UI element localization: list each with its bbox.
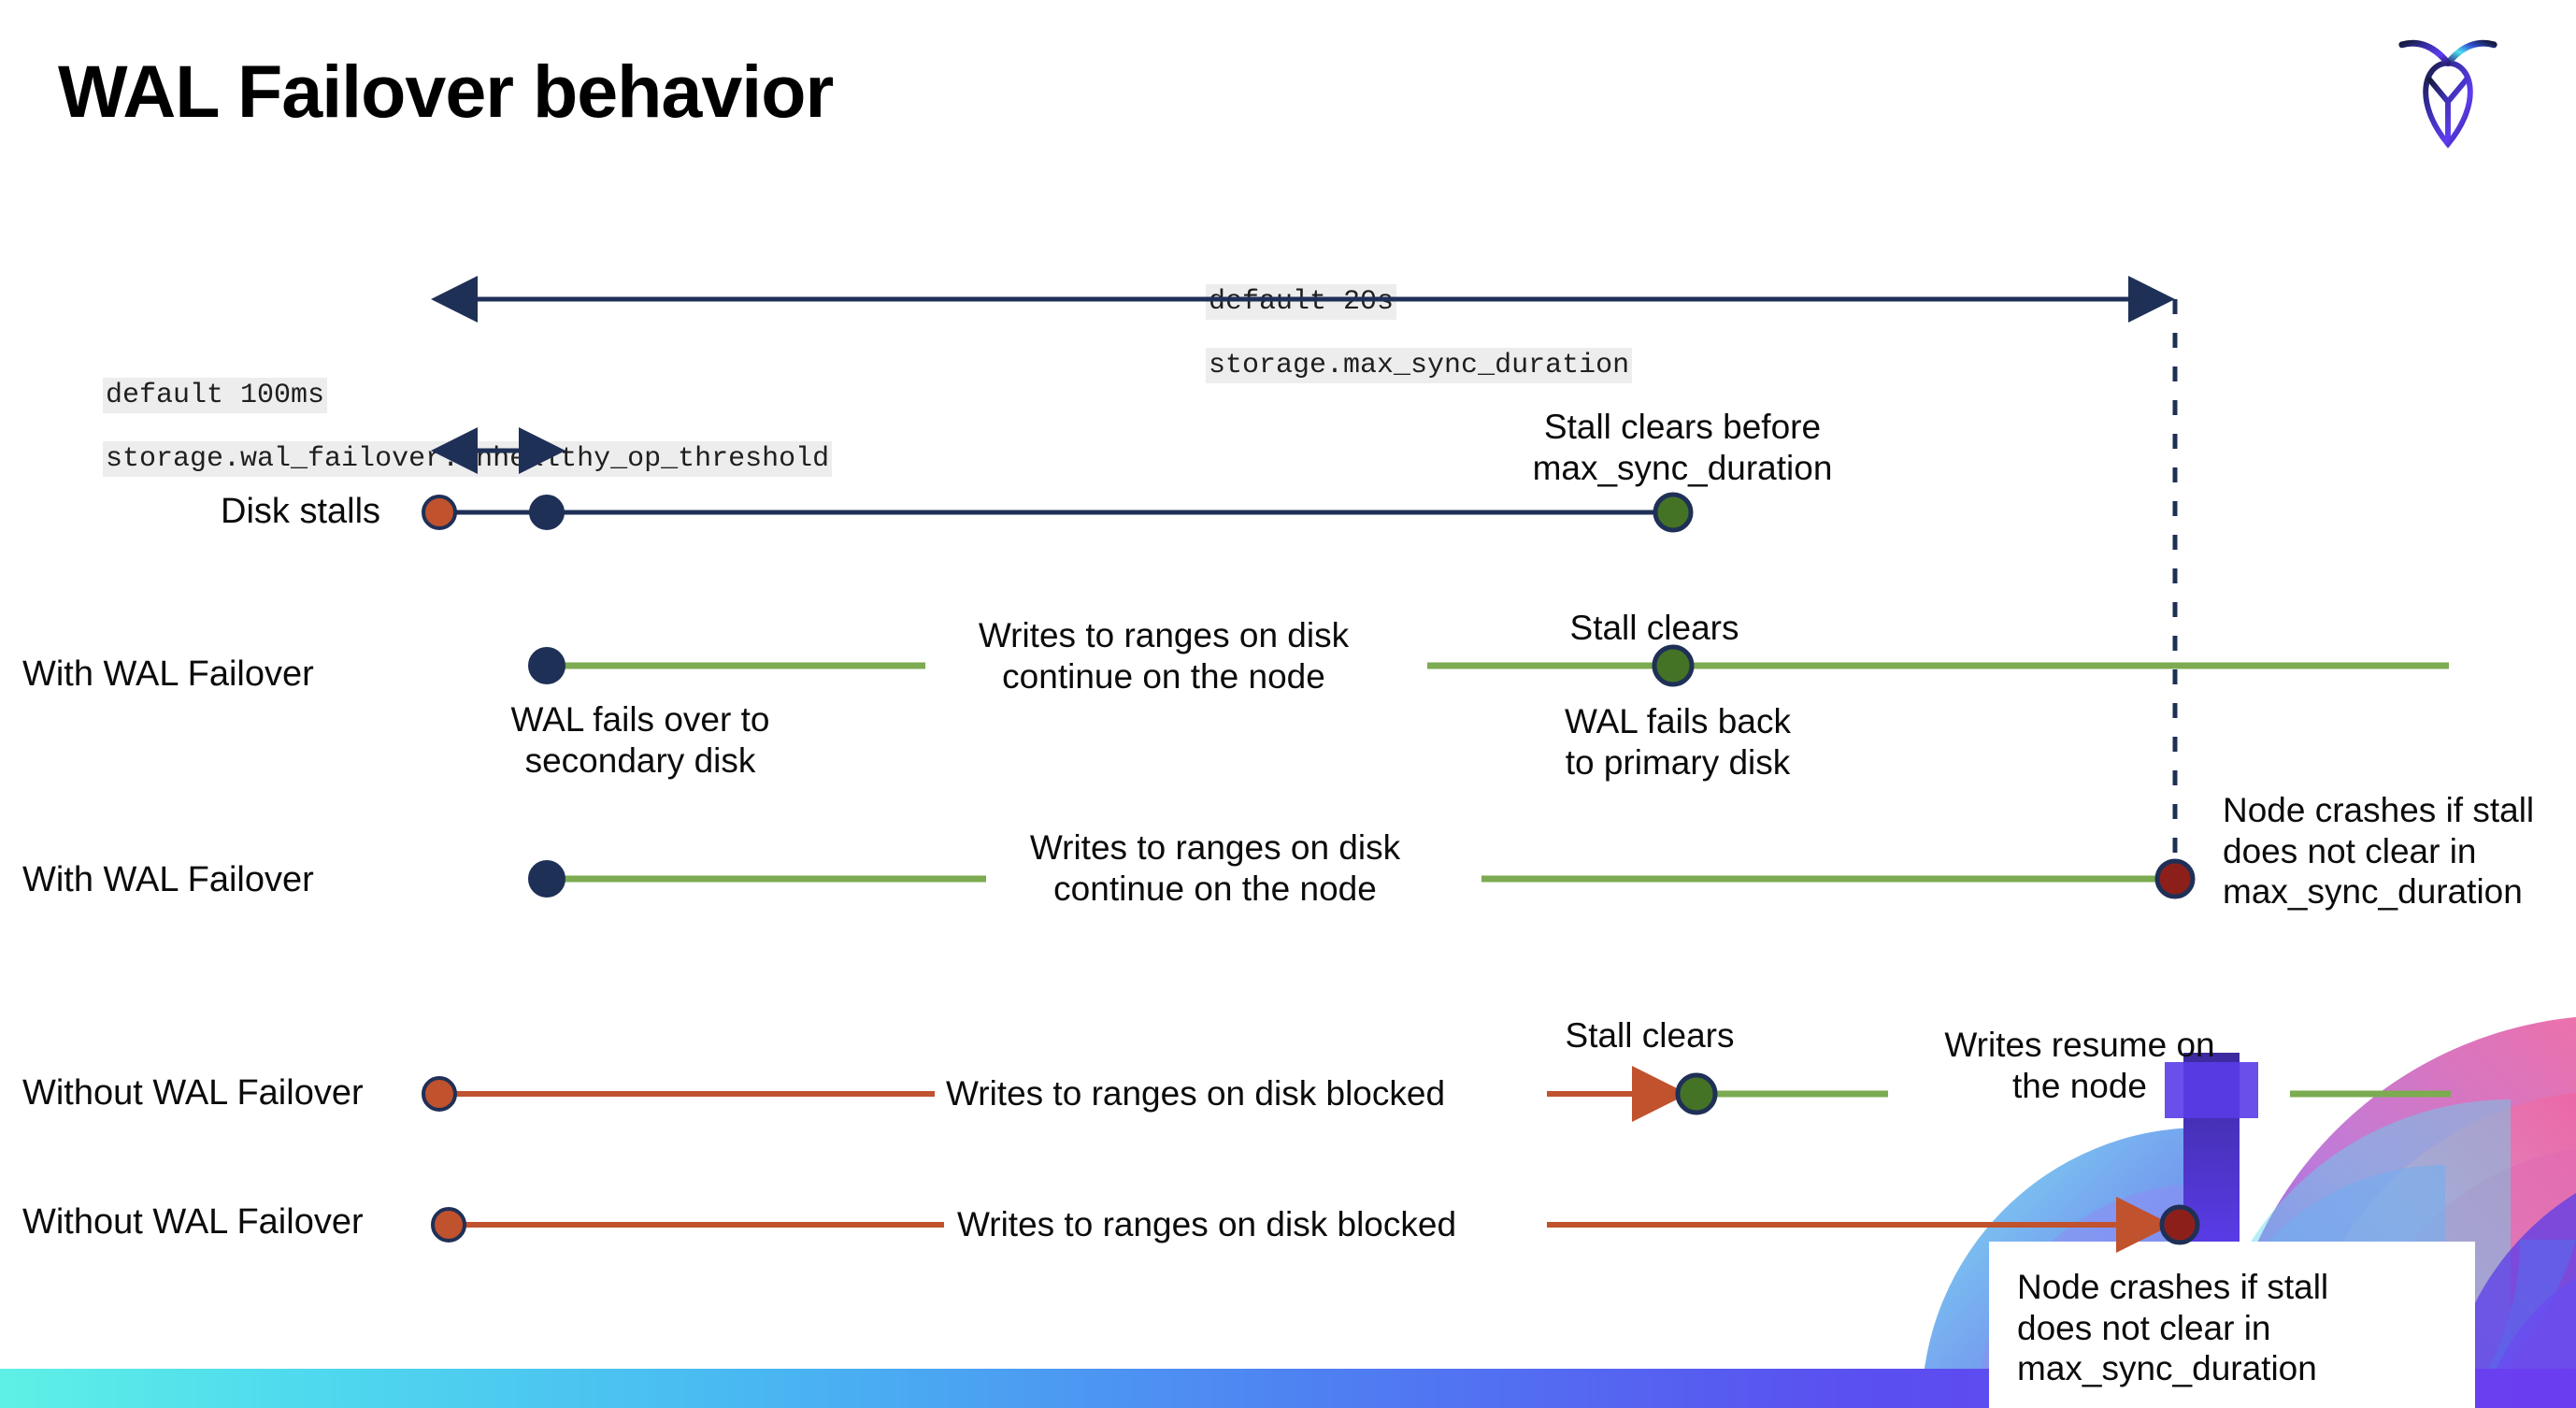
row4-stall-clears-dot [1675, 1072, 1718, 1115]
row-label-with-wal-failover-1: With WAL Failover [22, 654, 314, 694]
disk-stall-clears-dot [1653, 492, 1694, 533]
note-wal-fails-back: WAL fails back to primary disk [1565, 702, 1791, 782]
row2-failover-dot [528, 647, 565, 684]
cockroachdb-logo-icon [2398, 39, 2497, 149]
row-label-disk-stalls: Disk stalls [221, 492, 381, 531]
row4-stall-start-dot [422, 1076, 457, 1112]
row2-stall-clears-dot [1652, 644, 1695, 687]
row3-failover-dot [528, 860, 565, 898]
note-writes-blocked-row4: Writes to ranges on disk blocked [946, 1074, 1446, 1113]
note-writes-continue-row2: Writes to ranges on disk continue on the… [978, 616, 1350, 696]
row-label-without-wal-failover-2: Without WAL Failover [22, 1202, 364, 1242]
note-writes-blocked-row5: Writes to ranges on disk blocked [957, 1205, 1457, 1243]
unhealthy-default-label: default 100ms [103, 378, 328, 413]
disk-stall-start-dot [422, 495, 457, 530]
row-label-without-wal-failover-1: Without WAL Failover [22, 1073, 364, 1113]
row-label-with-wal-failover-2: With WAL Failover [22, 860, 314, 899]
disk-stall-failover-dot [529, 495, 565, 530]
max-sync-setting-label: storage.max_sync_duration [1206, 348, 1633, 383]
page-title: WAL Failover behavior [58, 50, 834, 133]
row3-node-crash-dot [2154, 858, 2196, 899]
caption-mask-box [1989, 1242, 2475, 1408]
note-writes-continue-row3: Writes to ranges on disk continue on the… [1029, 828, 1401, 908]
note-node-crashes-row5: Node crashes if stall does not clear in … [2017, 1268, 2329, 1388]
note-node-crashes-row3: Node crashes if stall does not clear in … [2223, 791, 2535, 912]
row5-stall-start-dot [431, 1207, 466, 1243]
note-stall-clears-row2: Stall clears [1569, 609, 1739, 647]
note-writes-resume: Writes resume on the node [1944, 1026, 2215, 1105]
note-wal-fails-over: WAL fails over to secondary disk [510, 700, 770, 780]
note-stall-clears-row4: Stall clears [1565, 1016, 1735, 1055]
note-stall-clears-before-max-sync: Stall clears before max_sync_duration [1532, 408, 1833, 487]
row5-node-crash-dot [2159, 1204, 2200, 1245]
